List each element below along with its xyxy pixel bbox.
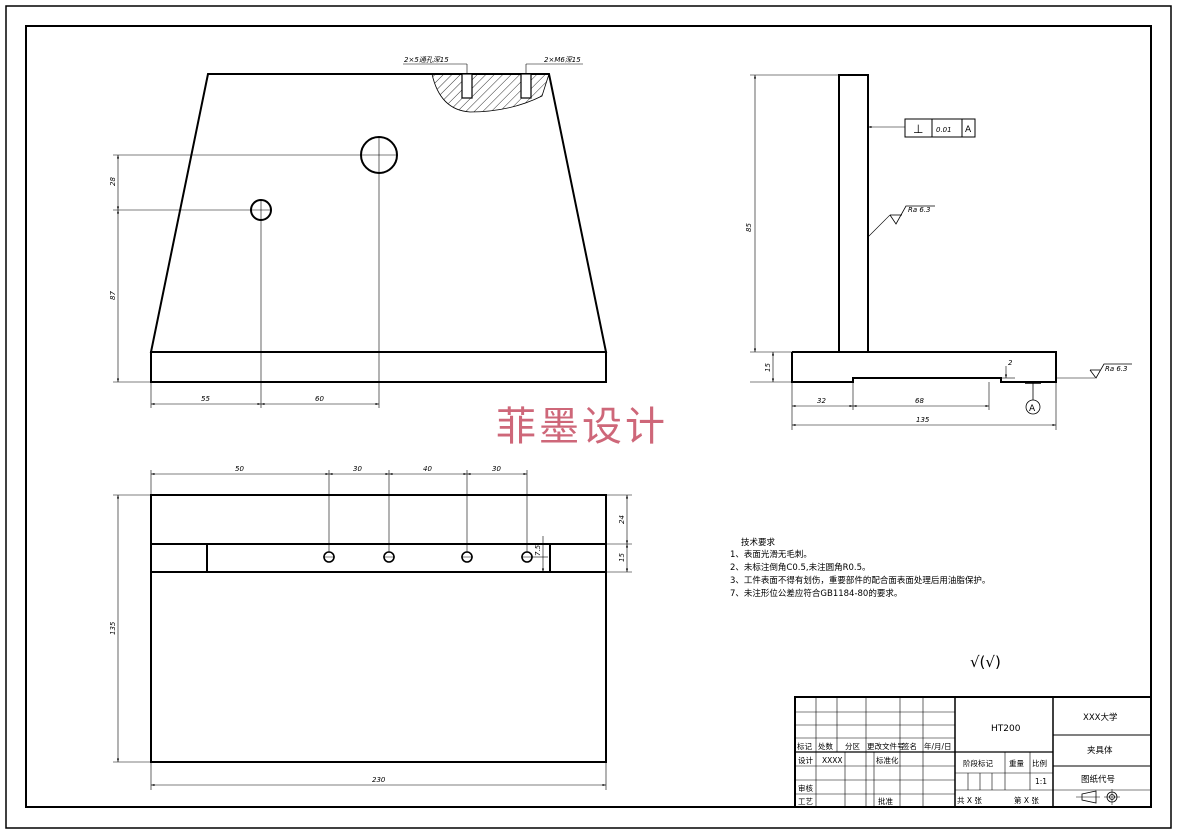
- top-hole-2: [383, 551, 395, 563]
- top-hole-3: [461, 551, 473, 563]
- gdt-frame: [904, 118, 976, 138]
- tech-req-title: 技术要求: [741, 537, 776, 548]
- dim-2: 2: [1008, 359, 1013, 367]
- tech-req-item-2: 2、未标注倒角C0.5,未注圆角R0.5。: [730, 562, 871, 573]
- tapped-hole-2: [520, 73, 532, 99]
- front-base-plate: [150, 351, 607, 383]
- dim-55: 55: [201, 395, 210, 403]
- tb-scale-label: 比例: [1032, 758, 1047, 768]
- dim-32: 32: [817, 397, 826, 405]
- tb-zone: 分区: [845, 742, 860, 751]
- tb-part-name: 夹具体: [1087, 745, 1113, 756]
- front-view: [113, 63, 608, 408]
- tb-process: 工艺: [798, 797, 813, 806]
- roughness-label-2: Ra 6.3: [1105, 365, 1128, 373]
- tb-signature: 签名: [902, 741, 917, 751]
- tb-scale: 1:1: [1035, 777, 1047, 786]
- dim-230: 230: [372, 776, 386, 784]
- tapped-hole-1: [461, 73, 473, 99]
- dim-85: 85: [745, 223, 753, 232]
- dim-87: 87: [109, 291, 117, 300]
- tb-material: HT200: [991, 724, 1021, 734]
- dim-top-135: 135: [109, 621, 117, 635]
- datum-label: A: [1029, 404, 1036, 414]
- dim-24: 24: [618, 515, 626, 524]
- side-upright: [838, 74, 869, 353]
- datum-circle: [1025, 399, 1041, 415]
- tb-design: 设计: [798, 755, 813, 765]
- dim-40: 40: [423, 465, 432, 473]
- tb-standardize: 标准化: [876, 755, 899, 765]
- tb-count: 处数: [818, 741, 833, 751]
- dim-7-5: 7.5: [534, 544, 542, 556]
- gdt-tolerance: 0.01: [936, 126, 952, 134]
- dim-side-135: 135: [916, 416, 930, 424]
- tb-stage-mark: 阶段标记: [963, 758, 993, 768]
- inner-border: [25, 25, 1152, 808]
- dim-30b: 30: [492, 465, 501, 473]
- tech-req-item-4: 7、未注形位公差应符合GB1184-80的要求。: [730, 588, 902, 599]
- general-roughness-note: √(√): [970, 653, 1001, 671]
- top-hole-1: [323, 551, 335, 563]
- dim-top-15: 15: [618, 553, 626, 562]
- callout-holes-right: 2×M6深15: [544, 56, 581, 64]
- tb-review: 审核: [798, 783, 813, 793]
- outer-border: [5, 5, 1172, 829]
- title-block: [794, 696, 1152, 808]
- tb-approve: 批准: [878, 796, 893, 806]
- tb-drawing-no: 图纸代号: [1081, 774, 1115, 785]
- roughness-label-1: Ra 6.3: [908, 206, 931, 214]
- side-base: [791, 351, 1057, 383]
- tb-sheets-total: 共 X 张: [957, 796, 982, 805]
- tb-school: XXX大学: [1083, 712, 1118, 723]
- top-outline: [150, 494, 607, 763]
- tech-req-item-1: 1、表面光滑无毛刺。: [730, 549, 812, 560]
- dim-50: 50: [235, 465, 244, 473]
- gdt-symbol: ⊥: [913, 122, 923, 136]
- watermark: 菲墨设计: [496, 404, 668, 450]
- tech-requirements: 技术要求 1、表面光滑无毛刺。 2、未标注倒角C0.5,未注圆角R0.5。 3、…: [730, 537, 990, 599]
- section-hatch: [431, 73, 550, 113]
- dim-30a: 30: [353, 465, 362, 473]
- tb-weight: 重量: [1009, 759, 1025, 768]
- tb-sheet-no: 第 X 张: [1014, 795, 1039, 805]
- front-trapezoid-outline: [149, 73, 608, 353]
- gdt-datum: A: [965, 125, 972, 135]
- side-view: [750, 74, 1132, 430]
- dim-60: 60: [315, 395, 324, 403]
- tb-change-doc: 更改文件号: [867, 741, 905, 751]
- callout-holes-left: 2×5通孔深15: [404, 56, 449, 64]
- tech-req-item-3: 3、工件表面不得有划伤，重要部件的配合面表面处理后用油脂保护。: [730, 575, 990, 586]
- roughness-symbol-2: [1089, 363, 1132, 379]
- dim-28: 28: [109, 177, 117, 186]
- projection-symbol: [1081, 790, 1097, 804]
- top-hole-4: [521, 551, 533, 563]
- top-view: [113, 470, 632, 790]
- tb-mark: 标记: [797, 741, 812, 751]
- dim-side-15: 15: [764, 363, 772, 372]
- tb-designer: XXXX: [822, 756, 843, 765]
- tb-date: 年/月/日: [924, 741, 952, 751]
- dim-68: 68: [915, 397, 924, 405]
